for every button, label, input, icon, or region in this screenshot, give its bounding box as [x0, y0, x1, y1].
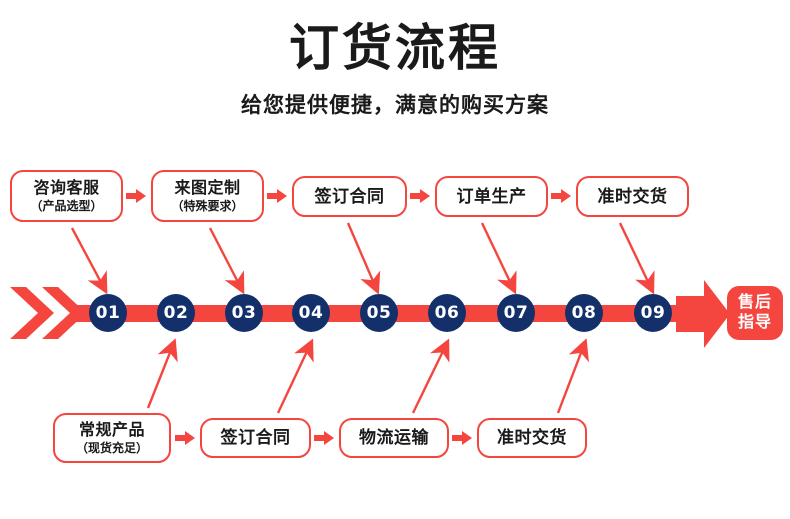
arrow-shaft [126, 193, 138, 199]
page-subtitle: 给您提供便捷，满意的购买方案 [241, 94, 549, 117]
step-number: 06 [434, 303, 460, 323]
bottom-step-box-3[interactable]: 物流运输 [339, 418, 449, 458]
arrow-bottom-2-to-step-04 [276, 338, 314, 414]
step-number: 07 [503, 303, 529, 323]
arrow-top-4-to-step-07 [480, 222, 517, 295]
arrow-shaft [410, 193, 422, 199]
top-step-box-3[interactable]: 签订合同 [292, 176, 407, 217]
step-number: 09 [640, 303, 666, 323]
bottom-step-1-main: 常规产品 [78, 421, 145, 439]
arrow-head [420, 189, 430, 203]
step-number: 03 [231, 303, 257, 323]
after-sales-badge[interactable]: 售后 指导 [727, 286, 783, 340]
top-step-3-main: 签订合同 [314, 186, 385, 206]
top-step-1-sub: （产品选型） [30, 198, 103, 213]
timeline-step-06[interactable]: 06 [428, 294, 466, 332]
bottom-step-1-sub: （现货充足） [75, 440, 148, 455]
arrow-bottom-4-to-step-08 [556, 338, 589, 414]
top-step-box-4[interactable]: 订单生产 [435, 176, 548, 217]
chevron-svg [10, 287, 54, 339]
step-number: 08 [571, 303, 597, 323]
top-step-box-5[interactable]: 准时交货 [576, 176, 689, 217]
top-step-2-sub: （特殊要求） [171, 198, 244, 213]
arrow-shaft [452, 435, 464, 441]
after-sales-line-1: 售后 [737, 294, 772, 311]
timeline-step-07[interactable]: 07 [497, 294, 535, 332]
timeline-step-03[interactable]: 03 [225, 294, 263, 332]
top-step-4-main: 订单生产 [456, 186, 527, 206]
timeline-step-05[interactable]: 05 [360, 294, 398, 332]
arrow-shaft [314, 435, 326, 441]
step-number: 04 [298, 303, 324, 323]
arrow-top-3-to-step-05 [346, 222, 381, 295]
arrow-shaft [551, 193, 563, 199]
arrow-head [462, 431, 472, 445]
bottom-step-box-2[interactable]: 签订合同 [200, 418, 311, 458]
arrow-shaft [267, 193, 279, 199]
bottom-step-4-main: 准时交货 [497, 428, 567, 447]
arrow-top-2-to-step-03 [208, 227, 245, 295]
bottom-step-box-4[interactable]: 准时交货 [477, 418, 587, 458]
bottom-step-2-main: 签订合同 [220, 428, 291, 447]
top-step-box-1[interactable]: 咨询客服 （产品选型） [10, 170, 123, 222]
arrow-head-svg [676, 280, 730, 348]
top-step-2-main: 来图定制 [174, 179, 241, 197]
after-sales-line-2: 指导 [737, 314, 772, 331]
timeline-step-09[interactable]: 09 [634, 294, 672, 332]
step-number: 01 [95, 303, 121, 323]
arrow-bottom-1-to-step-02 [146, 338, 178, 409]
arrow-top-5-to-step-09 [618, 222, 655, 295]
arrow-head [185, 431, 195, 445]
arrow-head [561, 189, 571, 203]
arrow-bottom-3-to-step-06 [411, 338, 450, 414]
top-step-box-2[interactable]: 来图定制 （特殊要求） [151, 170, 264, 222]
bottom-step-box-1[interactable]: 常规产品 （现货充足） [53, 413, 171, 463]
timeline-step-04[interactable]: 04 [292, 294, 330, 332]
top-step-1-main: 咨询客服 [33, 179, 100, 197]
step-number: 05 [366, 303, 392, 323]
top-step-5-main: 准时交货 [597, 186, 668, 206]
page-title: 订货流程 [289, 20, 501, 76]
arrow-head [324, 431, 334, 445]
timeline-step-02[interactable]: 02 [157, 294, 195, 332]
arrow-head [277, 189, 287, 203]
chevron-svg [42, 287, 86, 339]
step-number: 02 [163, 303, 189, 323]
arrow-shaft [175, 435, 187, 441]
timeline-step-08[interactable]: 08 [565, 294, 603, 332]
timeline-step-01[interactable]: 01 [89, 294, 127, 332]
bottom-step-3-main: 物流运输 [359, 428, 429, 447]
arrow-head [136, 189, 146, 203]
arrow-top-1-to-step-01 [70, 227, 108, 295]
